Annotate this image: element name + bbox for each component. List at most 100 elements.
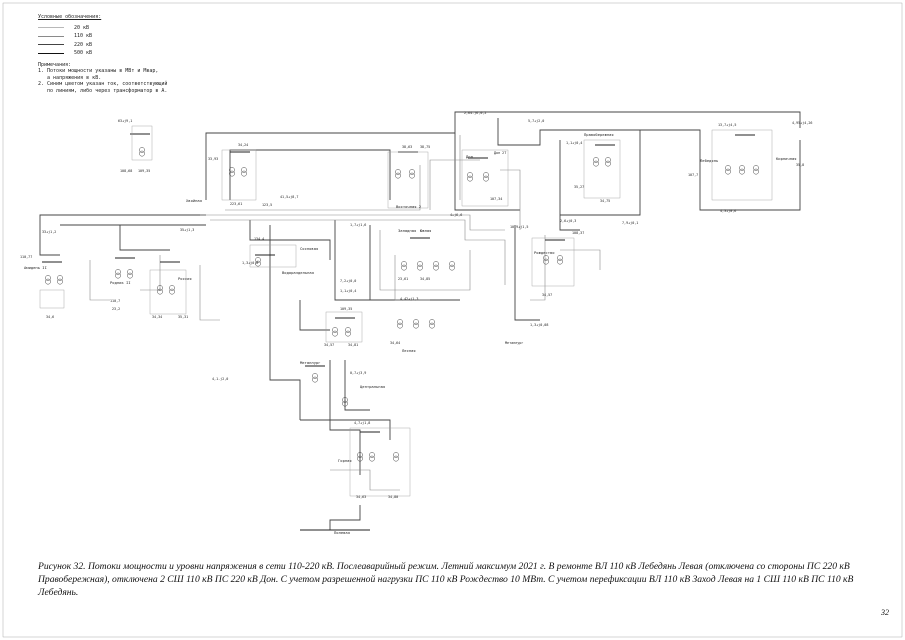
svg-text:Центральная: Центральная [360,384,385,389]
svg-text:1,7+j1,6: 1,7+j1,6 [350,223,366,227]
svg-text:34,63: 34,63 [356,495,366,499]
svg-text:4+j6,6: 4+j6,6 [450,213,462,217]
substation-polevaya: Полевая [300,529,370,535]
svg-text:2,64-j6,0,2: 2,64-j6,0,2 [464,111,486,115]
svg-text:1,3+j0,08: 1,3+j0,08 [530,323,548,327]
svg-text:5,7+j2,0: 5,7+j2,0 [528,119,544,123]
svg-text:110,7: 110,7 [110,299,120,303]
svg-text:33+j1,2: 33+j1,2 [42,230,56,234]
svg-text:Южная: Южная [420,228,431,233]
substation-ambidzhi: Амидень II 110,77 34,6 [20,255,65,319]
svg-text:Водораздельная: Водораздельная [282,270,314,275]
legend-item: 110 кВ [38,32,167,41]
legend-label: 110 кВ [74,33,93,40]
svg-text:107,34: 107,34 [490,197,502,201]
legend-swatch [38,44,64,46]
svg-text:108,68: 108,68 [120,169,132,173]
legend-label: 220 кВ [74,41,93,48]
svg-text:110,77: 110,77 [20,255,32,259]
svg-text:34,57: 34,57 [324,343,334,347]
svg-text:Хвойная: Хвойная [186,198,202,203]
substation-pravoberezhnaya: Правобережная 35,27 34,75 [574,132,621,203]
svg-text:Западная: Западная [398,228,416,233]
legend-note: по линиям, либо через трансформатор в А. [38,87,168,94]
svg-text:Родник II: Родник II [110,280,131,285]
svg-text:Металлург: Металлург [300,360,321,365]
svg-text:Металлург: Металлург [505,341,523,345]
substation-rozhdestvo: Рождество 34,57 108,37 [531,231,584,297]
svg-text:38,75: 38,75 [420,145,430,149]
substation-lesnaya: 4,42+j1,3 Лесная 34,64 [390,297,435,353]
legend-title: Условные обозначения: [38,14,102,20]
lines-110kv [89,135,601,491]
substation-metallurg: Металлург Центральная [300,360,385,407]
legend-item: 20 кВ [38,24,167,33]
svg-text:Лесная: Лесная [402,348,416,353]
svg-text:7,9+j0,1: 7,9+j0,1 [622,221,638,225]
svg-text:108,37: 108,37 [572,231,584,235]
legend-note: 1. Потоки мощности указаны в МВт и Мвар, [38,68,159,75]
svg-text:4,42+j1,3: 4,42+j1,3 [400,297,418,301]
legend-item: 220 кВ [38,41,167,50]
svg-text:4,7+j1,8: 4,7+j1,8 [354,421,370,425]
svg-text:34,34: 34,34 [152,315,162,319]
svg-text:38,63: 38,63 [402,145,412,149]
svg-text:63+j9,1: 63+j9,1 [118,119,132,123]
substation-vodorazdelnaya: Хвойная 33,93 34,24 223,61 41,5+j8,7 [186,143,298,206]
page-number: 32 [881,608,889,617]
svg-text:Сосновая: Сосновая [300,246,318,251]
svg-text:10,9+j1,5: 10,9+j1,5 [510,225,528,229]
substation-zapadnaya: Западная Южная 23,61 34,85 [398,228,455,281]
svg-text:Рождество: Рождество [534,250,555,255]
svg-text:Дон 2Т: Дон 2Т [494,151,506,155]
substation-lebedyan: Лебедянь 107,7 Кирпичная 35,8 4,95+j4,26… [688,121,812,201]
svg-text:33,93: 33,93 [208,157,218,161]
svg-text:4,3+j0,6: 4,3+j0,6 [720,209,736,213]
svg-text:34,57: 34,57 [542,293,552,297]
substation-sosnovaya: Водораздельная 134,4 Сосновая [249,237,318,275]
svg-text:2,6+j0,3: 2,6+j0,3 [560,219,576,223]
svg-text:34,75: 34,75 [600,199,610,203]
svg-text:1,3+j0,6: 1,3+j0,6 [242,261,258,265]
svg-text:107,7: 107,7 [688,173,698,177]
svg-text:Правобережная: Правобережная [584,132,614,137]
svg-text:34,81: 34,81 [348,343,358,347]
legend-swatch [38,35,64,37]
svg-text:1,1+j0,4: 1,1+j0,4 [340,289,356,293]
legend-swatch [38,52,64,54]
substation-don: Дон Дон 2Т 2,64-j6,0,2 107,34 [461,111,509,207]
svg-text:134,4: 134,4 [254,237,264,241]
svg-text:35,31: 35,31 [178,315,188,319]
svg-text:4,1-j2,0: 4,1-j2,0 [212,377,228,381]
svg-text:23,2: 23,2 [112,307,120,311]
substation-rodnik: Родник II 110,7 23,2 [110,257,136,311]
svg-text:23,61: 23,61 [398,277,408,281]
svg-text:109,35: 109,35 [340,307,352,311]
substation-gornaya: 4,7+j1,8 Горная 34,63 34,80 [338,421,411,499]
figure-caption: Рисунок 32. Потоки мощности и уровни нап… [38,561,854,598]
svg-text:223,61: 223,61 [230,202,242,206]
svg-text:Амидень II: Амидень II [24,265,47,270]
svg-text:35,8: 35,8 [796,163,804,167]
svg-text:Горная: Горная [338,458,352,463]
svg-text:Восточная 2: Восточная 2 [396,204,421,209]
svg-text:0,7+j3,9: 0,7+j3,9 [350,371,366,375]
substation-khvoinaya: 63+j9,1 108,68 109,35 [118,119,153,173]
svg-text:35+j1,3: 35+j1,3 [180,228,194,232]
svg-text:Полевая: Полевая [334,530,350,535]
legend-note: 2. Синим цветом указан ток, соответствую… [38,81,168,88]
svg-text:7,2+j0,0: 7,2+j0,0 [340,279,356,283]
legend-label: 20 кВ [74,24,90,31]
svg-text:35,27: 35,27 [574,185,584,189]
svg-text:13,7+j4,5: 13,7+j4,5 [718,123,736,127]
svg-text:34,85: 34,85 [420,277,430,281]
svg-text:1,1+j0,4: 1,1+j0,4 [566,141,582,145]
substation-rossiya: Россия 34,34 35,31 [149,261,192,319]
svg-text:41,5+j8,7: 41,5+j8,7 [280,195,298,199]
svg-text:109,35: 109,35 [138,169,150,173]
svg-text:34,24: 34,24 [238,143,248,147]
legend-notes: Примечания:1. Потоки мощности указаны в … [38,62,167,95]
legend-item: 500 кВ [38,49,167,58]
